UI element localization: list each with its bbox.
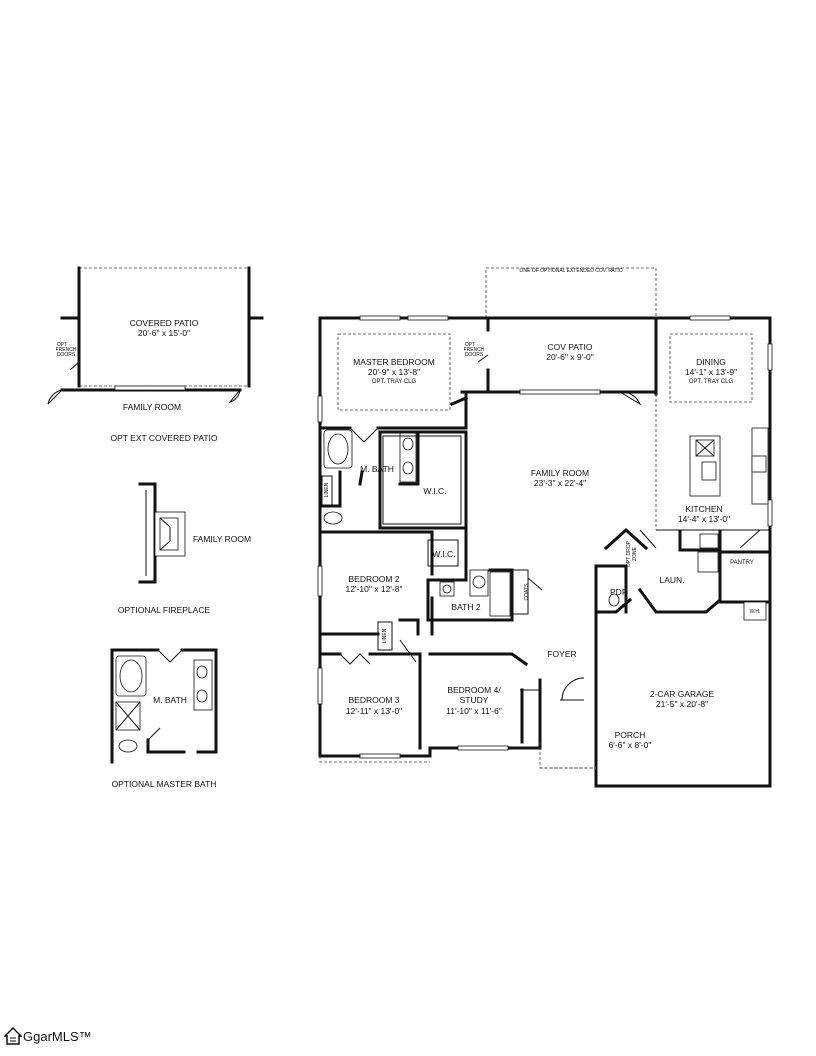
ext-patio-outline xyxy=(485,267,657,319)
wic-label: W.I.C. xyxy=(423,486,446,496)
foyer-label: FOYER xyxy=(547,649,576,659)
opt-french-doors-label-1: OPT xyxy=(57,342,67,348)
opt-ext-covered-patio-caption: OPT EXT COVERED PATIO xyxy=(110,433,217,443)
bath2-label: BATH 2 xyxy=(451,602,480,612)
house-logo-icon xyxy=(4,1026,22,1045)
opt-french-doors-label-3: DOORS xyxy=(57,352,76,358)
bedroom4-label-2: STUDY xyxy=(460,695,489,705)
cov-patio-dim: 20'-6" x 9'-0" xyxy=(546,352,594,362)
family-room-fp-label: FAMILY ROOM xyxy=(193,534,251,544)
logo-text: GgarMLS™ xyxy=(23,1028,92,1044)
opt-french-doors-main-2: FRENCH xyxy=(464,347,485,353)
family-room-inset-label: FAMILY ROOM xyxy=(123,402,181,412)
opt-drop-zone-2: ZONE xyxy=(632,546,638,561)
dining-label: DINING xyxy=(696,357,726,367)
bedroom4-label-1: BEDROOM 4/ xyxy=(447,685,501,695)
kitchen-dim: 14'-4" x 13'-0" xyxy=(678,514,730,524)
linen-label: LINEN xyxy=(324,482,330,497)
master-bedroom-dim: 20'-9" x 13'-8" xyxy=(368,367,420,377)
porch-label: PORCH xyxy=(615,730,646,740)
linen2-label: LINEN xyxy=(382,628,388,643)
m-bath-opt-label: M. BATH xyxy=(153,695,187,705)
garage-dim: 21'-5" x 20'-8" xyxy=(656,699,708,709)
dining-tray-outline xyxy=(669,333,753,403)
porch-dim: 6'-6" x 8'-0" xyxy=(609,740,652,750)
bedroom3-label: BEDROOM 3 xyxy=(348,695,399,705)
opt-french-doors-label-2: FRENCH xyxy=(56,347,77,353)
wic2-label: W.I.C. xyxy=(432,549,455,559)
opt-french-doors-main-3: DOORS xyxy=(465,352,484,358)
m-bath-label: M. BATH xyxy=(360,464,394,474)
dining-dim: 14'-1" x 13'-9" xyxy=(685,367,737,377)
coats-label: COATS xyxy=(524,583,530,601)
laun-label: LAUN. xyxy=(659,575,684,585)
family-room-label: FAMILY ROOM xyxy=(531,468,589,478)
master-bedroom-label: MASTER BEDROOM xyxy=(353,357,435,367)
bedroom2-label: BEDROOM 2 xyxy=(348,574,399,584)
opt-french-doors-main-1: OPT xyxy=(465,342,475,348)
family-room-dim: 23'-3" x 22'-4" xyxy=(534,478,586,488)
covered-patio-dim: 20'-6" x 15'-0" xyxy=(138,328,190,338)
pdr-label: PDR xyxy=(610,587,628,597)
kitchen-label: KITCHEN xyxy=(685,504,722,514)
ext-patio-line-label: LINE OF OPTIONAL EXTENDED COV. PATIO xyxy=(519,268,622,274)
pantry-label: PANTRY xyxy=(730,560,754,566)
garage-label: 2-CAR GARAGE xyxy=(650,689,715,699)
bedroom2-dim: 12'-10" x 12'-8" xyxy=(345,584,402,594)
master-tray-outline xyxy=(337,333,451,411)
main-plan: LINE OF OPTIONAL EXTENDED COV. PATIO xyxy=(317,267,773,788)
opt-ext-covered-patio-inset: COVERED PATIO 20'-6" x 15'-0" OPT FRENCH… xyxy=(47,266,264,443)
cov-patio-label: COV PATIO xyxy=(547,342,592,352)
bedroom4-dim: 11'-10" x 11'-6" xyxy=(446,706,502,716)
optional-fireplace-caption: OPTIONAL FIREPLACE xyxy=(118,605,211,615)
covered-patio-label: COVERED PATIO xyxy=(130,318,199,328)
mls-logo: GgarMLS™ xyxy=(4,1026,92,1046)
master-tray-label: OPT. TRAY CLG xyxy=(372,379,417,385)
dining-tray-label: OPT. TRAY CLG xyxy=(689,379,734,385)
optional-fireplace-inset: FAMILY ROOM OPTIONAL FIREPLACE xyxy=(118,482,251,615)
wh-label: W.H. xyxy=(750,609,761,615)
optional-master-bath-caption: OPTIONAL MASTER BATH xyxy=(112,779,217,789)
optional-master-bath-inset: M. BATH OPTIONAL MASTER BATH xyxy=(110,648,218,789)
opt-drop-zone-1: OPT DROP xyxy=(626,540,632,567)
bedroom3-dim: 12'-11" x 13'-0" xyxy=(346,706,402,716)
